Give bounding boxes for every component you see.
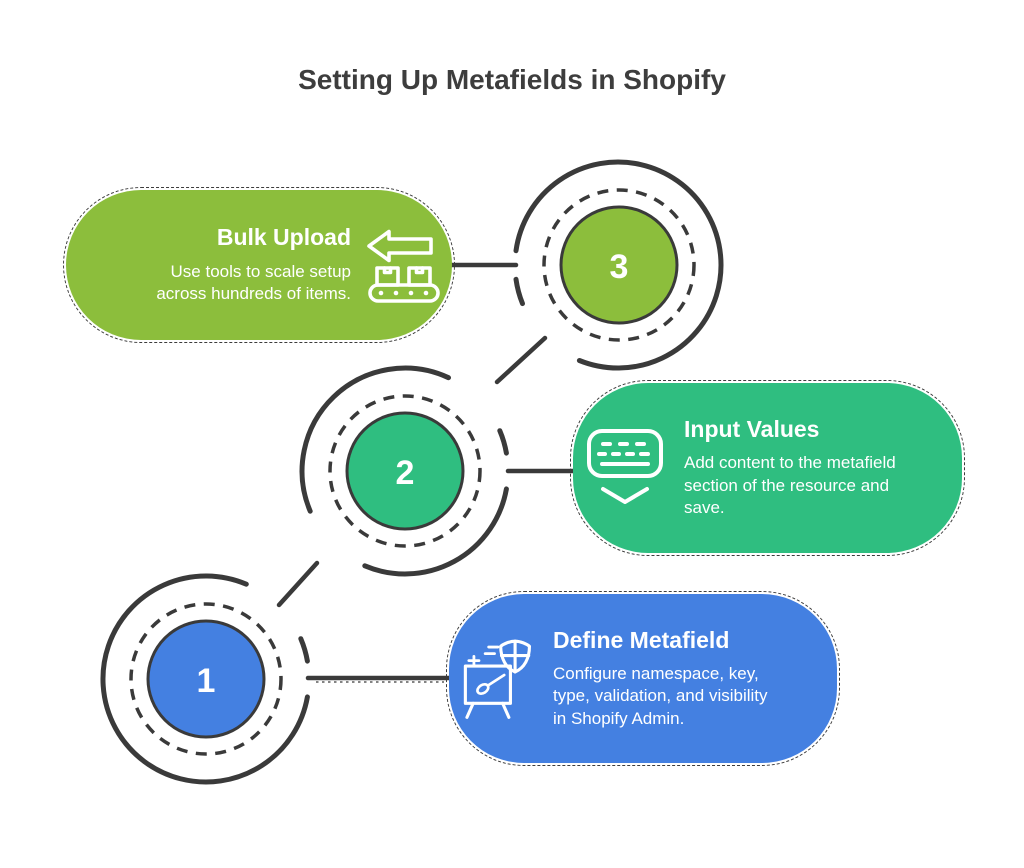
step-2-node: 2 <box>299 365 509 577</box>
step-card-input-values: Input Values Add content to the metafiel… <box>570 380 965 556</box>
step-1-node: 1 <box>100 573 310 785</box>
connector-node2-node1 <box>276 560 320 608</box>
easel-paintbrush-shield-icon <box>463 639 532 719</box>
step-card-define-metafield: Define Metafield Configure namespace, ke… <box>446 591 840 766</box>
card-body: Configure namespace, key, type, validati… <box>553 663 768 728</box>
connector-node3-node2 <box>494 335 548 385</box>
outer-ring <box>513 159 724 371</box>
step-number: 1 <box>197 662 216 700</box>
shield-glyph <box>499 639 532 674</box>
card-text-block: Define Metafield Configure namespace, ke… <box>553 627 781 731</box>
connectors <box>276 262 577 683</box>
conveyor-belt-arrow-icon <box>367 229 440 303</box>
dashed-ring <box>129 602 283 756</box>
card-body: Add content to the metafield section of … <box>684 453 896 518</box>
keyboard-icon <box>587 429 663 504</box>
step-number-circle <box>146 619 266 739</box>
card-text-block: Input Values Add content to the metafiel… <box>684 416 919 520</box>
belt-rollers <box>378 290 429 296</box>
card-heading: Bulk Upload <box>216 224 351 251</box>
step-number-circle <box>345 411 465 531</box>
card-text-block: Bulk Upload Use tools to scale setup acr… <box>139 224 351 305</box>
step-number-circle <box>559 205 679 325</box>
step-card-bulk-upload: Bulk Upload Use tools to scale setup acr… <box>63 187 455 343</box>
dashed-ring <box>542 188 696 342</box>
card-heading: Input Values <box>684 416 820 443</box>
step-number: 3 <box>610 248 629 286</box>
dashed-ring <box>328 394 482 548</box>
card-heading: Define Metafield <box>553 626 730 653</box>
outer-ring <box>100 573 310 785</box>
step-number: 2 <box>396 454 415 492</box>
step-3-node: 3 <box>513 159 724 371</box>
page-title: Setting Up Metafields in Shopify <box>298 64 726 95</box>
outer-ring <box>299 365 509 577</box>
card-body: Use tools to scale setup across hundreds… <box>156 261 351 304</box>
